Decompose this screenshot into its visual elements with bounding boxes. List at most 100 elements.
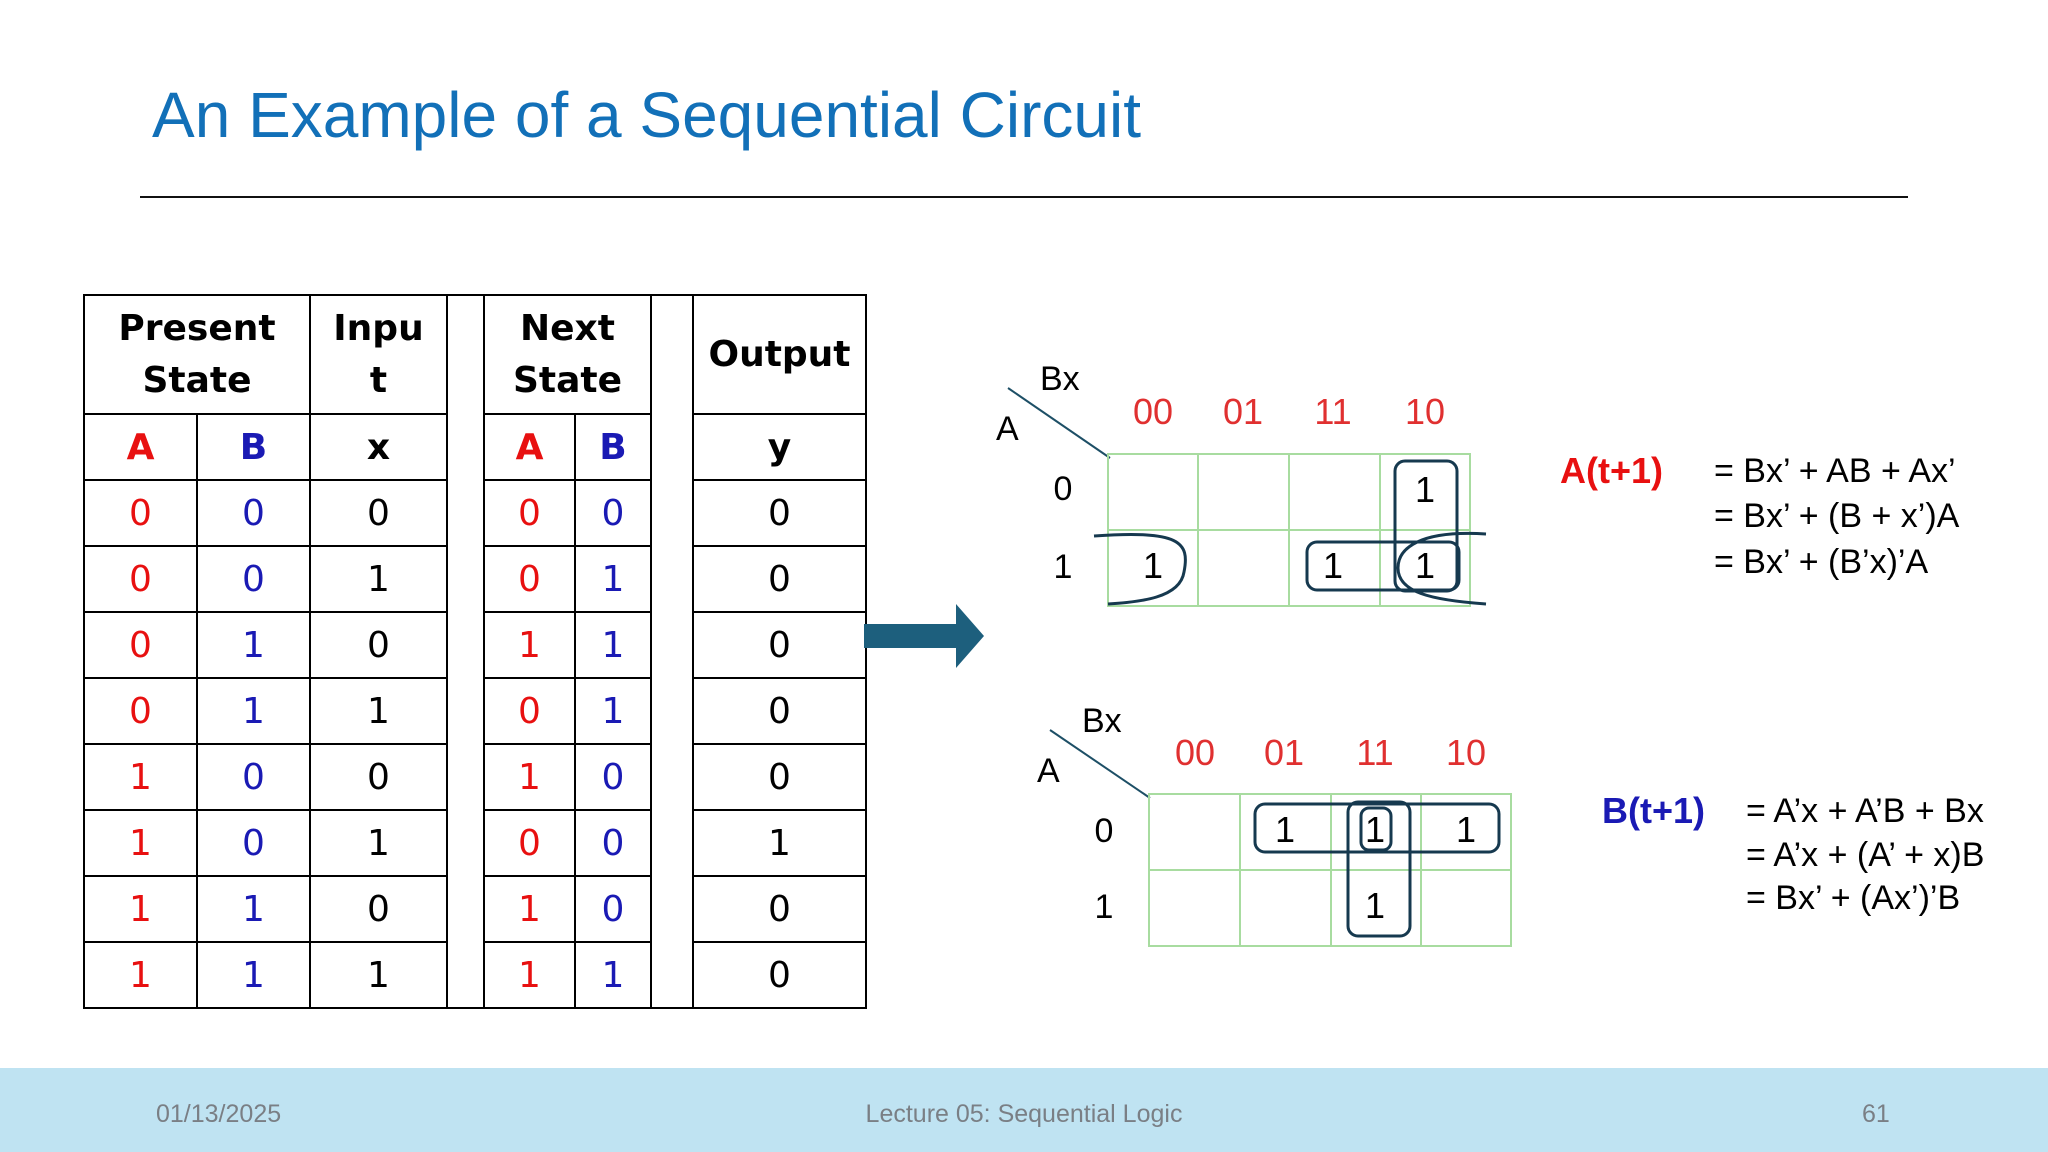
cell: 1 — [196, 941, 311, 1009]
kmap-b-row-label: 0 — [1095, 812, 1114, 850]
cell: 1 — [309, 677, 448, 745]
kmap-b-cell: 1 — [1456, 809, 1476, 850]
cell: 0 — [574, 809, 652, 877]
col-output-y: y — [692, 413, 867, 481]
kmap-b-cell: 1 — [1365, 809, 1385, 850]
cell: 0 — [692, 743, 867, 811]
cell: 0 — [309, 479, 448, 547]
kmap-b-row-var: A — [1037, 752, 1060, 790]
kmap-b-groups — [1253, 800, 1501, 938]
cell: 1 — [574, 545, 652, 613]
table-gap-2 — [650, 294, 694, 1009]
kmap-a-col-label: 00 — [1133, 391, 1173, 432]
cell: 0 — [483, 545, 576, 613]
equation-b-line: = A’x + (A’ + x)B — [1746, 836, 1985, 874]
kmap-b-cell: 1 — [1275, 809, 1295, 850]
kmap-a-row-var: A — [996, 410, 1019, 448]
cell: 1 — [574, 677, 652, 745]
kmap-b-col-label: 01 — [1264, 732, 1304, 773]
cell: 0 — [574, 743, 652, 811]
kmap-b-col-label: 11 — [1356, 732, 1393, 773]
cell: 0 — [83, 479, 198, 547]
cell: 1 — [83, 875, 198, 943]
kmap-a-cell: 1 — [1143, 545, 1163, 586]
kmap-b-col-label: 10 — [1446, 732, 1486, 773]
equation-a-line: = Bx’ + (B + x’)A — [1714, 497, 1960, 535]
cell: 1 — [196, 611, 311, 679]
cell: 1 — [196, 677, 311, 745]
kmap-a-col-label: 11 — [1314, 391, 1351, 432]
output-header: Output — [692, 294, 867, 415]
kmap-a-row-label: 1 — [1054, 548, 1073, 586]
col-next-b: B — [574, 413, 652, 481]
kmap-a-col-var: Bx — [1040, 360, 1080, 398]
kmap-b-col-label: 00 — [1175, 732, 1215, 773]
cell: 0 — [692, 611, 867, 679]
cell: 1 — [309, 809, 448, 877]
cell: 0 — [196, 479, 311, 547]
cell: 0 — [83, 611, 198, 679]
footer-date: 01/13/2025 — [156, 1100, 282, 1128]
equation-b-line: = A’x + A’B + Bx — [1746, 792, 1984, 830]
cell: 1 — [196, 875, 311, 943]
cell: 1 — [83, 941, 198, 1009]
cell: 1 — [309, 941, 448, 1009]
kmap-b-row-label: 1 — [1095, 888, 1114, 926]
footer-bar: 01/13/2025 Lecture 05: Sequential Logic … — [0, 1068, 2048, 1152]
cell: 0 — [692, 875, 867, 943]
equation-b-line: = Bx’ + (Ax’)’B — [1746, 879, 1961, 917]
col-present-a: A — [83, 413, 198, 481]
kmap-b-col-var: Bx — [1082, 702, 1122, 740]
kmap-a-cell: 1 — [1415, 545, 1435, 586]
table-gap-1 — [446, 294, 485, 1009]
cell: 1 — [83, 743, 198, 811]
cell: 0 — [196, 809, 311, 877]
page-number: 61 — [1862, 1100, 1890, 1128]
cell: 1 — [309, 545, 448, 613]
kmap-a-grid — [1107, 453, 1471, 607]
cell: 0 — [83, 545, 198, 613]
cell: 1 — [483, 875, 576, 943]
equation-a-line: = Bx’ + (B’x)’A — [1714, 543, 1929, 581]
cell: 1 — [574, 611, 652, 679]
col-present-b: B — [196, 413, 311, 481]
cell: 0 — [692, 545, 867, 613]
cell: 0 — [309, 875, 448, 943]
cell: 0 — [574, 479, 652, 547]
title-divider — [140, 196, 1908, 198]
col-next-a: A — [483, 413, 576, 481]
kmap-a-row-label: 0 — [1054, 470, 1073, 508]
cell: 0 — [309, 611, 448, 679]
cell: 0 — [196, 545, 311, 613]
kmap-b-cell: 1 — [1365, 885, 1385, 926]
cell: 1 — [83, 809, 198, 877]
kmap-a-groups — [1093, 459, 1487, 606]
footer-title: Lecture 05: Sequential Logic — [865, 1100, 1183, 1128]
cell: 0 — [309, 743, 448, 811]
kmap-a-col-label: 10 — [1405, 391, 1445, 432]
kmap-a-cell: 1 — [1415, 469, 1435, 510]
equation-a-line: = Bx’ + AB + Ax’ — [1714, 452, 1956, 490]
cell: 0 — [483, 479, 576, 547]
kmap-b-grid — [1148, 793, 1512, 947]
cell: 1 — [483, 743, 576, 811]
cell: 0 — [83, 677, 198, 745]
cell: 0 — [483, 677, 576, 745]
cell: 0 — [692, 479, 867, 547]
cell: 1 — [574, 941, 652, 1009]
cell: 1 — [483, 611, 576, 679]
cell: 1 — [483, 941, 576, 1009]
col-input-x: x — [309, 413, 448, 481]
